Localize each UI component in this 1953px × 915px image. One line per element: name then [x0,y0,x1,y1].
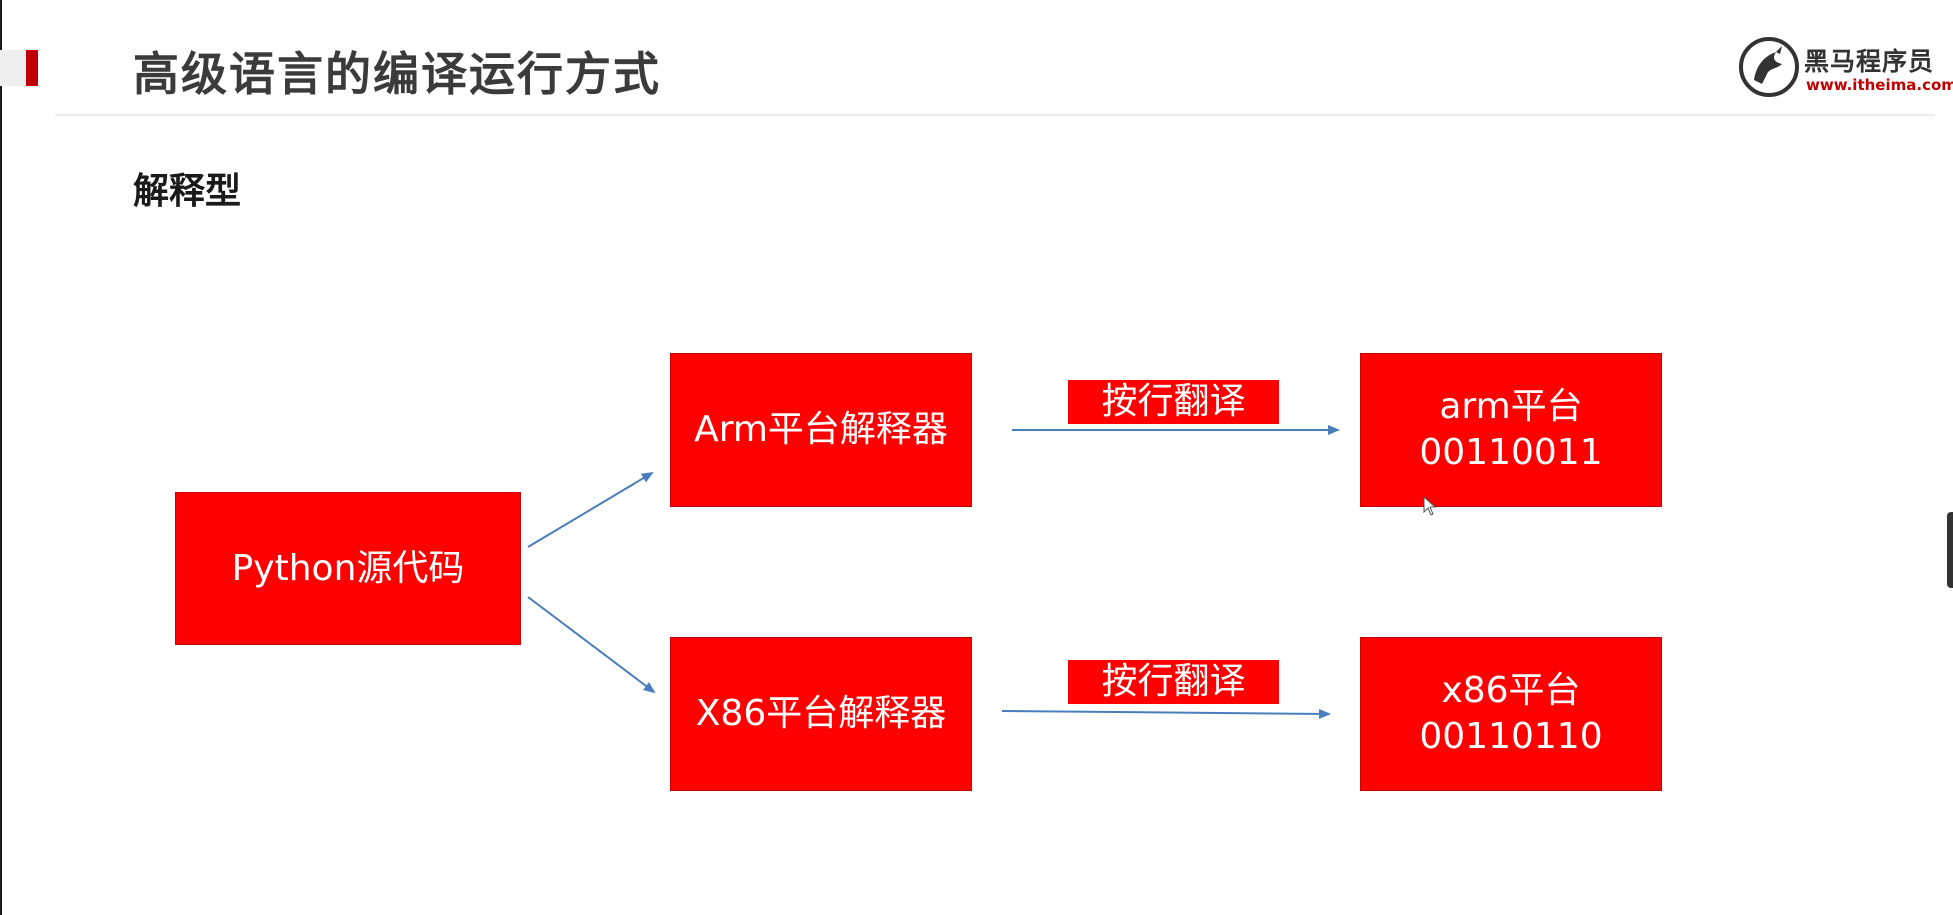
logo-name: 黑马程序员 [1804,47,1935,76]
page-title: 高级语言的编译运行方式 [133,47,661,101]
section-subtitle: 解释型 [133,171,242,212]
arm-target-box: arm平台 00110011 [1360,353,1662,507]
arm-target-binary: 00110011 [1419,432,1603,473]
left-border [0,0,2,915]
x86-interpreter-label: X86平台解释器 [695,693,947,734]
mouse-pointer-icon [1423,496,1437,516]
x86-interpreter-box: X86平台解释器 [670,637,972,791]
title-divider [55,114,1935,116]
arrow-source-to-x86 [527,596,656,694]
x86-target-platform: x86平台 [1441,670,1581,711]
brand-logo: 黑马程序员 www.itheima.com [1738,36,1953,100]
horse-logo-icon [1739,37,1799,97]
arrow-source-to-arm [527,471,654,548]
arrow-x86-to-target [1001,708,1331,719]
x86-target-box: x86平台 00110110 [1360,637,1662,791]
x86-target-binary: 00110110 [1419,716,1603,757]
title-accent [0,50,38,86]
arm-interpreter-box: Arm平台解释器 [670,353,972,507]
arm-target-platform: arm平台 [1439,386,1583,427]
arm-edge-label: 按行翻译 [1068,380,1279,424]
source-code-label: Python源代码 [231,547,465,589]
arm-interpreter-label: Arm平台解释器 [694,409,948,450]
source-code-box: Python源代码 [175,492,521,645]
x86-edge-label: 按行翻译 [1068,660,1279,704]
logo-url: www.itheima.com [1806,76,1953,94]
side-scroll-handle[interactable] [1947,512,1953,588]
